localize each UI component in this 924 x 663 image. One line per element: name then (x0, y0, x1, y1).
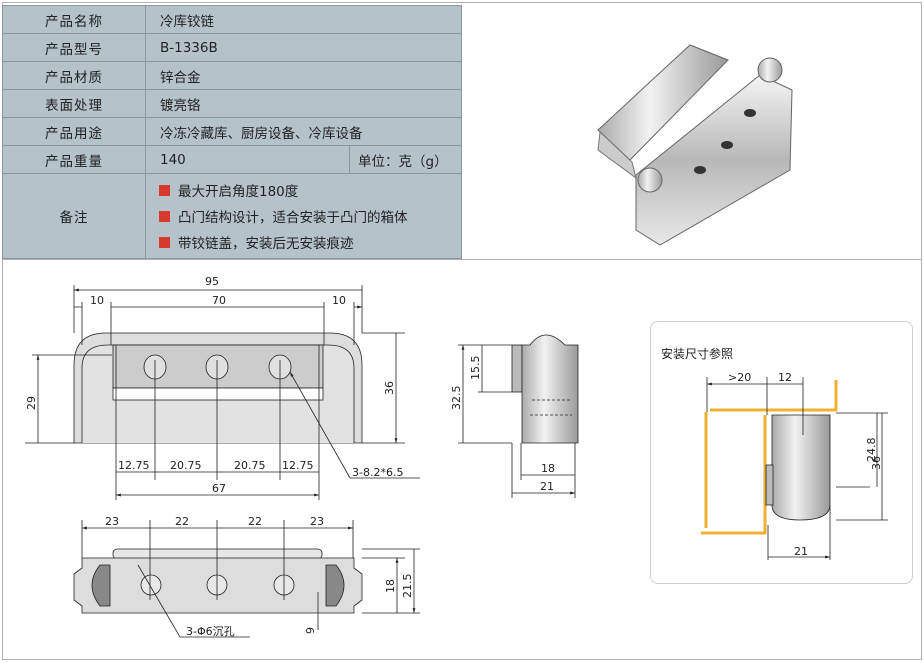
spec-label: 产品重量 (2, 145, 146, 174)
spec-label: 产品用途 (2, 117, 146, 146)
bullet-icon (159, 184, 170, 196)
dim-label: 23 (310, 515, 324, 528)
bottom-view (73, 520, 420, 638)
dim-label: >20 (728, 371, 751, 384)
dim-label: 24.8 (865, 438, 878, 463)
dim-label: 15.5 (469, 356, 482, 381)
product-photo (597, 44, 793, 246)
dim-label: 70 (212, 294, 226, 307)
callout-label: 3-8.2*6.5 (352, 466, 403, 479)
dim-label: 21.5 (401, 574, 414, 599)
dim-label: 18 (384, 579, 397, 593)
spec-row: 表面处理镀亮铬 (2, 89, 462, 118)
dim-label: 21 (794, 545, 808, 558)
spec-row-notes: 备注 最大开启角度180度 凸门结构设计，适合安装于凸门的箱体 带铰链盖，安装后… (2, 173, 462, 259)
install-panel (650, 321, 913, 584)
callout-label: 3-Φ6沉孔 (186, 625, 235, 638)
dim-label: 22 (175, 515, 189, 528)
dim-label: 32.5 (450, 386, 463, 411)
bullet-icon (159, 210, 170, 222)
dim-label: 21 (540, 480, 554, 493)
dim-label: 12.75 (282, 459, 314, 472)
dim-label: 22 (248, 515, 262, 528)
dim-label: 9 (304, 627, 317, 634)
install-title: 安装尺寸参照 (661, 346, 733, 361)
divider (2, 259, 922, 260)
dim-label: 95 (205, 275, 219, 288)
spec-label: 备注 (2, 173, 146, 259)
dim-label: 23 (105, 515, 119, 528)
note-item: 凸门结构设计，适合安装于凸门的箱体 (159, 203, 447, 229)
dim-label: 36 (383, 381, 396, 395)
dim-label: 10 (332, 294, 346, 307)
spec-value: 锌合金 (145, 61, 462, 90)
install-diagram (701, 377, 888, 560)
spec-row: 产品材质锌合金 (2, 61, 462, 90)
dim-label: 20.75 (234, 459, 266, 472)
spec-value: 冷冻冷藏库、厨房设备、冷库设备 (145, 117, 462, 146)
spec-value: 镀亮铬 (145, 89, 462, 118)
dim-label: 18 (541, 462, 555, 475)
note-item: 带铰链盖，安装后无安装痕迹 (159, 229, 447, 255)
spec-label: 产品型号 (2, 33, 146, 62)
dim-label: 12 (778, 371, 792, 384)
dim-label: 29 (25, 396, 38, 410)
spec-unit: 单位：克（g） (349, 145, 462, 174)
side-view (458, 334, 578, 498)
front-view (25, 285, 420, 500)
notes-list: 最大开启角度180度 凸门结构设计，适合安装于凸门的箱体 带铰链盖，安装后无安装… (145, 173, 462, 259)
dim-label: 12.75 (118, 459, 150, 472)
dim-label: 10 (90, 294, 104, 307)
note-item: 最大开启角度180度 (159, 177, 447, 203)
dim-label: 20.75 (170, 459, 202, 472)
dim-label: 36 (870, 456, 883, 470)
bullet-icon (159, 236, 170, 248)
dim-label: 67 (212, 482, 226, 495)
spec-row: 产品用途冷冻冷藏库、厨房设备、冷库设备 (2, 117, 462, 146)
